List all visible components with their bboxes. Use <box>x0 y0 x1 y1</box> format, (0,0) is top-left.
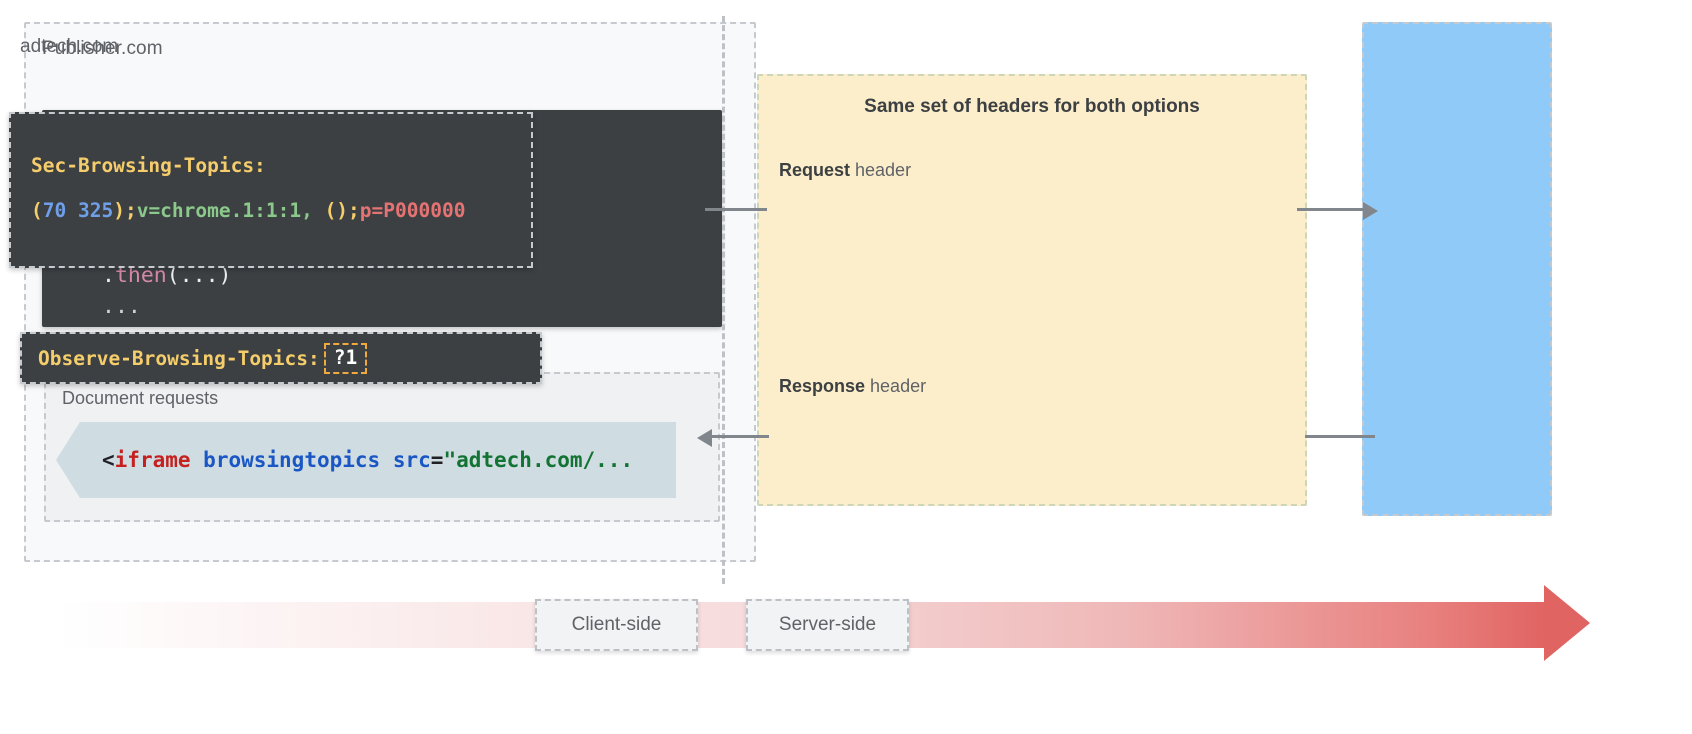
arrow-line <box>1297 208 1367 211</box>
server-side-chip: Server-side <box>746 599 909 651</box>
arrow-head-left-icon <box>697 429 712 447</box>
code-token-ellipsis-2: ... <box>102 294 141 319</box>
iframe-chip-shape <box>56 422 676 498</box>
request-header-code-block: Sec-Browsing-Topics: (70 325);v=chrome.1… <box>9 112 533 268</box>
iframe-token-equals: = <box>430 448 444 472</box>
value-token-paren-open: ( <box>31 199 43 222</box>
client-server-divider <box>722 16 725 584</box>
adtech-label: adtech.com <box>20 36 119 57</box>
arrow-line <box>1305 435 1375 438</box>
iframe-snippet-text: <iframe browsingtopics src="adtech.com/.… <box>56 422 676 498</box>
iframe-snippet-chip: <iframe browsingtopics src="adtech.com/.… <box>56 422 676 498</box>
iframe-token-browsingtopics-attr: browsingtopics <box>203 448 381 472</box>
iframe-token-space-2 <box>380 448 393 472</box>
client-side-chip: Client-side <box>535 599 698 651</box>
value-token-topics: 70 325 <box>42 199 114 222</box>
iframe-token-space-1 <box>191 448 204 472</box>
headers-panel-title: Same set of headers for both options <box>864 96 1200 117</box>
value-token-empty-parens: () <box>324 199 349 222</box>
iframe-token-src-value: "adtech.com/... <box>443 448 634 472</box>
request-header-label-rest: header <box>850 160 912 180</box>
response-header-label-strong: Response <box>779 376 866 396</box>
request-header-name: Sec-Browsing-Topics: <box>31 154 266 177</box>
value-token-padding: p=P000000 <box>359 199 466 222</box>
request-header-label-strong: Request <box>779 160 851 180</box>
iframe-token-tag: iframe <box>114 448 191 472</box>
adtech-panel <box>1362 22 1552 516</box>
arrow-line <box>705 435 769 438</box>
headers-panel: Same set of headers for both options Req… <box>757 74 1307 506</box>
value-token-semicolon-1: ; <box>124 199 137 222</box>
arrow-head-right-icon <box>1363 202 1378 220</box>
response-header-label-rest: header <box>865 376 927 396</box>
observe-browsing-topics-value: ?1 <box>323 342 368 374</box>
document-requests-label: Document requests <box>62 388 219 408</box>
iframe-token-src-attr: src <box>392 448 431 472</box>
response-header-name: Observe-Browsing-Topics: <box>38 346 320 370</box>
code-line-6: ... <box>102 291 722 322</box>
iframe-token-lt: < <box>102 448 115 472</box>
timeline-arrow-head-icon <box>1544 585 1590 661</box>
publisher-label: Publisher.com <box>42 38 163 59</box>
arrow-line <box>705 208 767 211</box>
code-token-dot: . <box>102 263 115 288</box>
response-header-code-block: Observe-Browsing-Topics: ?1 <box>20 332 542 384</box>
value-token-version: v=chrome.1:1:1, <box>136 199 313 222</box>
value-token-space <box>313 199 325 222</box>
document-requests-panel: Document requests <iframe browsingtopics… <box>44 372 720 522</box>
response-header-label: Response header <box>779 376 926 397</box>
request-header-label: Request header <box>779 160 911 181</box>
request-header-value: (70 325);v=chrome.1:1:1, ();p=P000000 <box>31 199 531 222</box>
value-token-paren-close: ) <box>113 199 125 222</box>
value-token-semicolon-2: ; <box>348 199 360 222</box>
